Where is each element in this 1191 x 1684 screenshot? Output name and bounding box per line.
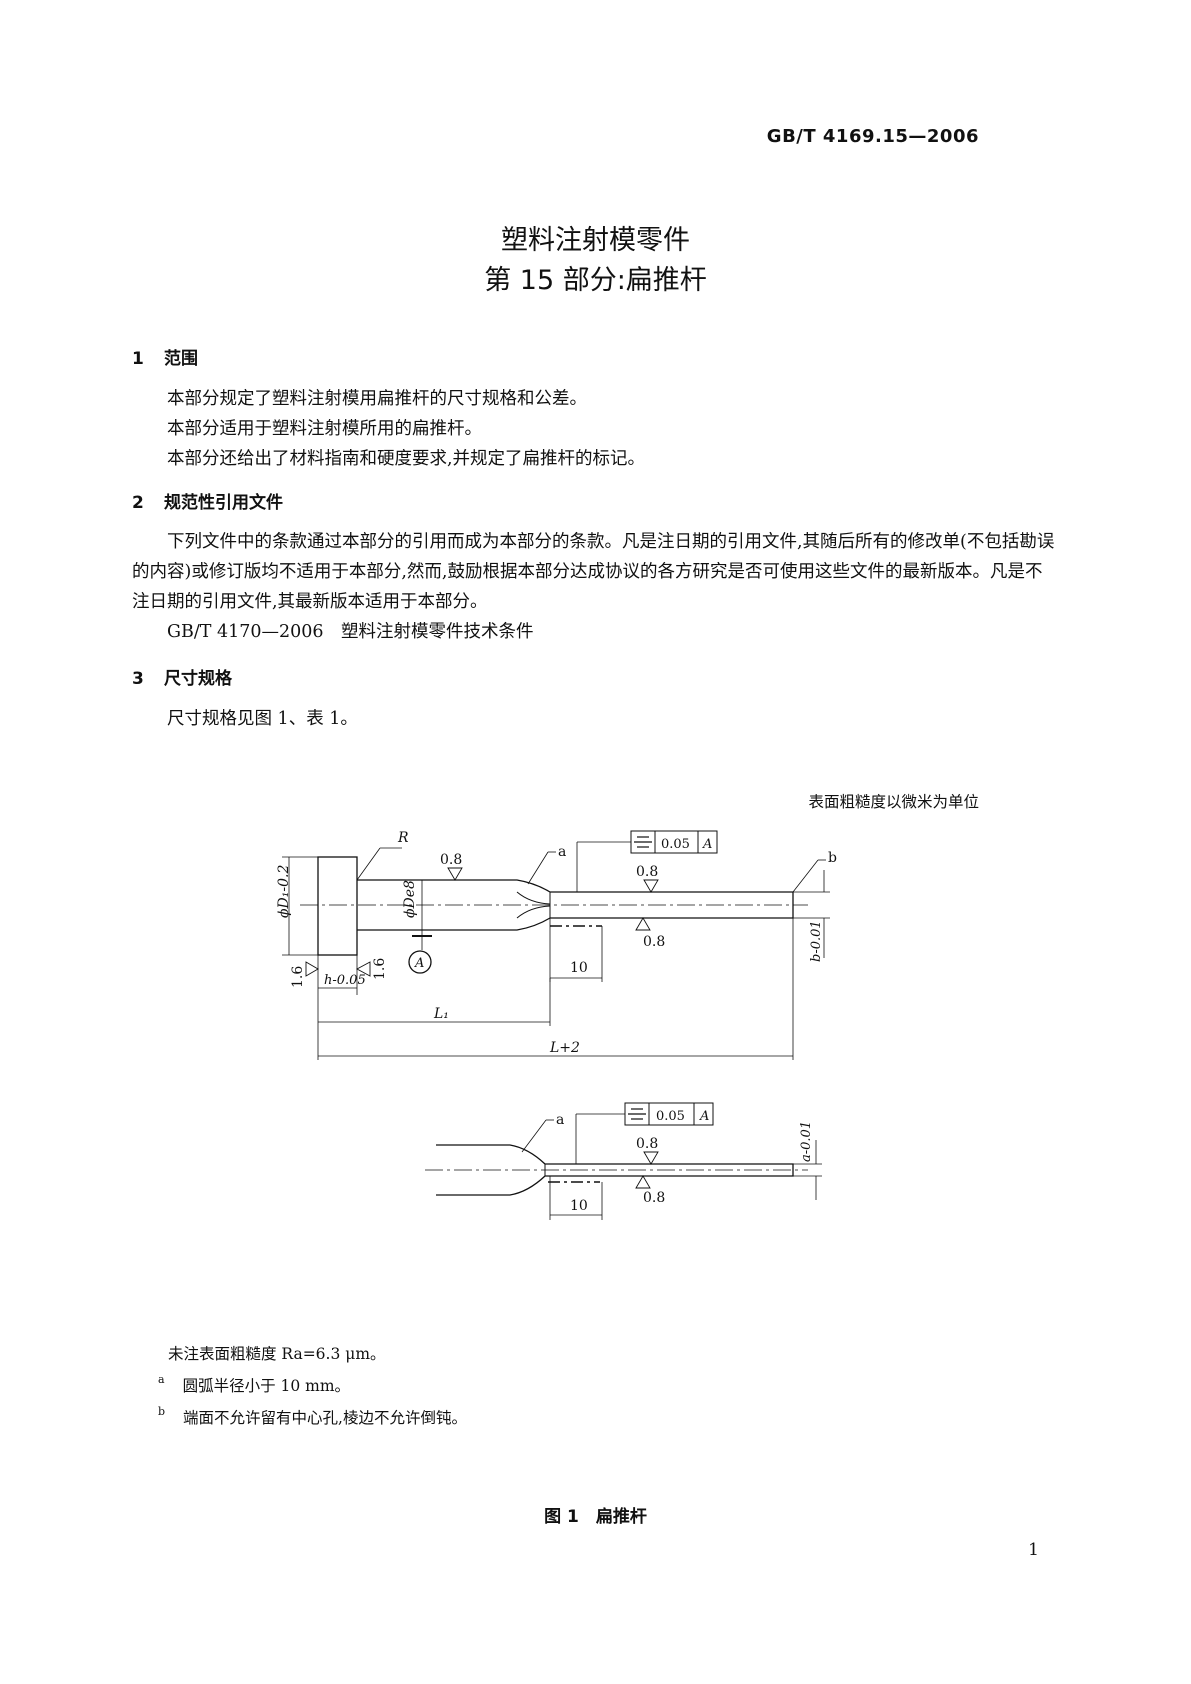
transition-arc: [516, 905, 551, 919]
references-paragraph: 下列文件中的条款通过本部分的引用而成为本部分的条款。凡是注日期的引用文件,其随后…: [132, 532, 1055, 612]
section-number: 2: [132, 493, 144, 513]
roughness-value: 0.8: [643, 1190, 665, 1206]
roughness-value: 0.8: [636, 864, 658, 880]
dim-h-label: h-0.05: [324, 973, 366, 988]
tolerance-datum: A: [702, 837, 712, 852]
roughness-symbol: [447, 867, 463, 881]
leader-b: [792, 859, 819, 893]
pin-head: [317, 856, 358, 956]
section-number: 1: [132, 349, 144, 369]
dim-a-label: a-0.01: [799, 1121, 814, 1162]
tolerance-datum: A: [699, 1109, 709, 1124]
pin-side-view: [436, 1144, 794, 1196]
flat-ejector-pin-drawing: ϕD₁-0.2 ϕDe8 A R 0.8 a 0.05 A 0.8 0.8 10…: [276, 830, 837, 1220]
section-heading-dimensions: 3 尺寸规格: [132, 664, 232, 689]
dimensions-line: 尺寸规格见图 1、表 1。: [167, 709, 358, 729]
radius-leader: [356, 847, 381, 881]
roughness-symbol: [305, 961, 319, 977]
footnote-a: a 圆弧半径小于 10 mm。: [158, 1372, 351, 1396]
reference-item: GB/T 4170—2006 塑料注射模零件技术条件: [167, 622, 534, 642]
footnote-mark: b: [158, 1404, 166, 1418]
dim-L1-label: L₁: [433, 1006, 449, 1022]
transition-arc: [516, 891, 551, 905]
dim-D1-label: ϕD₁-0.2: [276, 865, 292, 918]
radius-label: R: [397, 830, 409, 846]
dim-10-label: 10: [570, 1198, 588, 1214]
dim-b-label: b-0.01: [809, 920, 824, 962]
references-text: 下列文件中的条款通过本部分的引用而成为本部分的条款。凡是注日期的引用文件,其随后…: [132, 527, 1058, 647]
section-title: 范围: [164, 349, 198, 369]
roughness-symbol: [643, 1151, 659, 1165]
roughness-value: 1.6: [372, 958, 388, 980]
figure-caption: 图 1 扁推杆: [544, 1507, 647, 1527]
document-title: 塑料注射模零件: [501, 225, 690, 256]
leader-a: [527, 851, 549, 885]
section-heading-references: 2 规范性引用文件: [132, 488, 283, 513]
leader-a: [521, 1119, 547, 1153]
roughness-symbol: [635, 917, 651, 931]
datum-label: A: [414, 956, 424, 971]
footnote-text: 圆弧半径小于 10 mm。: [182, 1377, 351, 1395]
section-heading-scope: 1 范围: [132, 344, 198, 369]
roughness-value: 0.8: [636, 1136, 658, 1152]
dim-10-label: 10: [570, 960, 588, 976]
page-number: 1: [1028, 1540, 1039, 1560]
scope-line-3: 本部分还给出了材料指南和硬度要求,并规定了扁推杆的标记。: [167, 449, 646, 469]
section-number: 3: [132, 669, 144, 689]
footnote-mark: a: [158, 1372, 165, 1386]
scope-text: 本部分规定了塑料注射模用扁推杆的尺寸规格和公差。 本部分适用于塑料注射模所用的扁…: [132, 384, 1058, 474]
unmarked-roughness-note: 未注表面粗糙度 Ra=6.3 μm。: [168, 1345, 386, 1363]
scope-line-2: 本部分适用于塑料注射模所用的扁推杆。: [167, 419, 482, 439]
dim-L-label: L+2: [549, 1040, 580, 1056]
tolerance-value: 0.05: [661, 837, 690, 852]
tolerance-value: 0.05: [656, 1109, 685, 1124]
roughness-value: 0.8: [440, 852, 462, 868]
footnote-b: b 端面不允许留有中心孔,棱边不允许倒钝。: [158, 1404, 467, 1428]
roughness-value: 0.8: [643, 934, 665, 950]
roughness-symbol: [643, 879, 659, 893]
section-title: 规范性引用文件: [164, 493, 283, 513]
roughness-symbol: [356, 961, 371, 977]
dim-D-label: ϕDe8: [402, 880, 418, 918]
dimensions-text: 尺寸规格见图 1、表 1。: [132, 704, 1058, 734]
section-title: 尺寸规格: [164, 669, 232, 689]
footnote-text: 端面不允许留有中心孔,棱边不允许倒钝。: [183, 1409, 467, 1427]
datum-circle: [408, 950, 432, 974]
label-a: a: [556, 1112, 564, 1128]
roughness-symbol: [635, 1175, 651, 1189]
roughness-value: 1.6: [290, 966, 306, 988]
label-b: b: [828, 850, 837, 866]
label-a: a: [558, 844, 566, 860]
scope-line-1: 本部分规定了塑料注射模用扁推杆的尺寸规格和公差。: [167, 389, 587, 409]
standard-code: GB/T 4169.15—2006: [766, 126, 979, 147]
unit-note: 表面粗糙度以微米为单位: [808, 793, 979, 811]
document-subtitle: 第 15 部分:扁推杆: [484, 265, 707, 296]
